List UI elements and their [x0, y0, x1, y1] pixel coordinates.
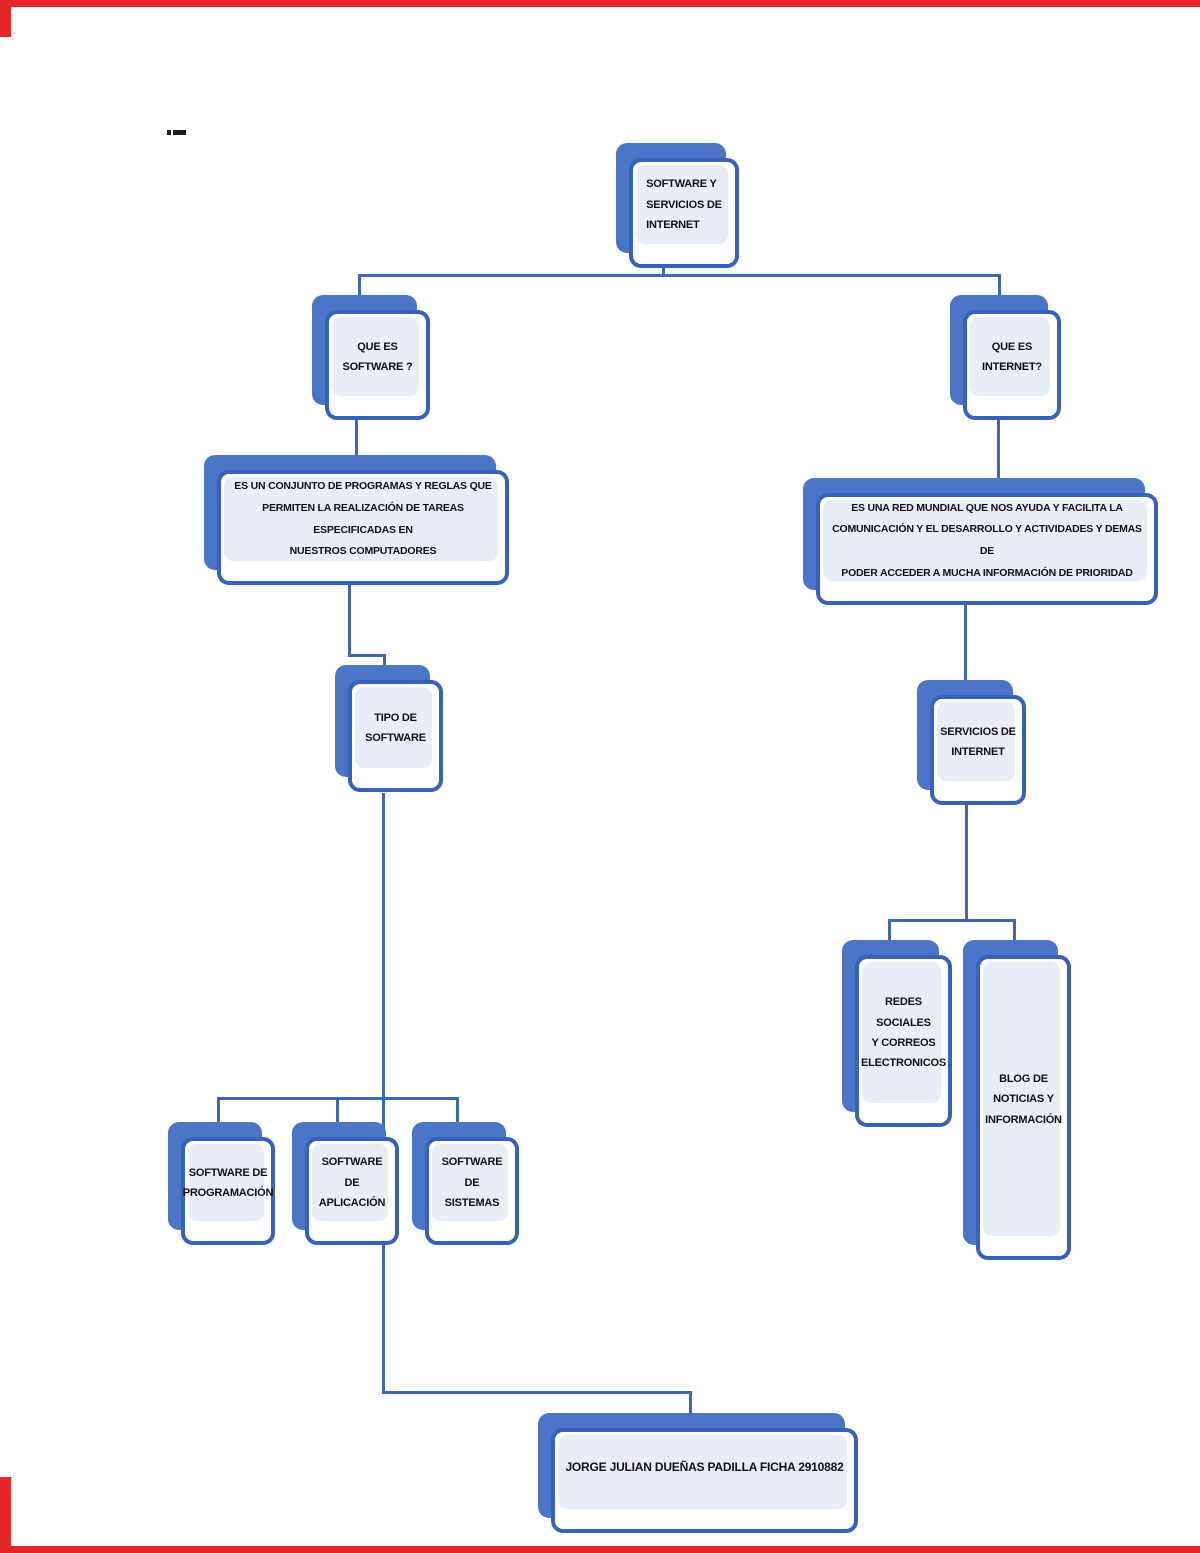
node-box: SOFTWARE DE PROGRAMACIÓN	[181, 1137, 275, 1245]
node-fill	[224, 477, 498, 561]
connector-line	[662, 266, 665, 276]
node-tipo-de-software: TIPO DE SOFTWARE	[335, 665, 443, 792]
node-software-programacion: SOFTWARE DE PROGRAMACIÓN	[168, 1122, 275, 1245]
connector-line	[965, 803, 968, 922]
node-label: ES UN CONJUNTO DE PROGRAMAS Y REGLAS QUE…	[234, 480, 492, 558]
pen-mark	[173, 130, 186, 135]
node-box: ES UNA RED MUNDIAL QUE NOS AYUDA Y FACIL…	[816, 493, 1158, 605]
node-box: SOFTWARE DE APLICACIÓN	[305, 1137, 399, 1245]
node-label: TIPO DE SOFTWARE	[365, 711, 426, 744]
node-box: SOFTWARE DE SISTEMAS	[425, 1137, 519, 1245]
node-label: SOFTWARE DE APLICACIÓN	[318, 1156, 386, 1210]
node-author: JORGE JULIAN DUEÑAS PADILLA FICHA 291088…	[538, 1413, 858, 1533]
node-box: SERVICIOS DE INTERNET	[930, 695, 1026, 805]
node-label: BLOG DE NOTICIAS Y INFORMACIÓN	[985, 1072, 1062, 1126]
node-label: SOFTWARE DE PROGRAMACIÓN	[182, 1166, 274, 1199]
node-label: SOFTWARE DE SISTEMAS	[441, 1156, 503, 1210]
page-edge-top-left	[0, 0, 11, 37]
connector-line	[888, 919, 891, 946]
connector-line	[888, 919, 1016, 922]
node-fill	[312, 1144, 388, 1221]
connector-line	[336, 1097, 339, 1125]
page-edge-top	[0, 0, 1200, 7]
connector-line	[1013, 919, 1016, 952]
node-software-sistemas: SOFTWARE DE SISTEMAS	[412, 1122, 519, 1245]
node-root: SOFTWARE Y SERVICIOS DE INTERNET	[616, 143, 739, 268]
connector-line	[383, 654, 386, 670]
page-edge-bottom-left	[0, 1477, 11, 1553]
node-fill	[983, 962, 1060, 1236]
node-que-es-internet: QUE ES INTERNET?	[950, 295, 1061, 420]
pen-mark	[167, 130, 171, 135]
node-fill	[332, 317, 419, 396]
node-que-es-software: QUE ES SOFTWARE ?	[312, 295, 430, 420]
node-fill	[862, 962, 941, 1103]
connector-line	[382, 1391, 692, 1394]
node-box: JORGE JULIAN DUEÑAS PADILLA FICHA 291088…	[551, 1428, 858, 1533]
node-fill	[432, 1144, 508, 1221]
connector-line	[348, 583, 351, 657]
connector-line	[382, 793, 385, 1100]
connector-line	[997, 416, 1000, 482]
node-box: BLOG DE NOTICIAS Y INFORMACIÓN	[976, 955, 1071, 1260]
node-servicios-de-internet: SERVICIOS DE INTERNET	[917, 680, 1026, 805]
node-fill	[355, 687, 432, 768]
node-box: QUE ES SOFTWARE ?	[325, 310, 430, 420]
connector-line	[689, 1391, 692, 1417]
connector-line	[456, 1097, 459, 1125]
node-box: ES UN CONJUNTO DE PROGRAMAS Y REGLAS QUE…	[217, 470, 509, 585]
node-fill	[970, 317, 1050, 396]
node-label: QUE ES SOFTWARE ?	[342, 340, 413, 373]
connector-line	[348, 654, 386, 657]
node-label: SOFTWARE Y SERVICIOS DE INTERNET	[646, 178, 722, 232]
node-label: SERVICIOS DE INTERNET	[940, 725, 1016, 758]
connector-line	[217, 1097, 220, 1125]
node-label: QUE ES INTERNET?	[982, 340, 1042, 373]
node-redes-sociales: REDES SOCIALES Y CORREOS ELECTRONICOS	[842, 940, 952, 1127]
connector-line	[358, 274, 361, 298]
node-box: REDES SOCIALES Y CORREOS ELECTRONICOS	[855, 955, 952, 1127]
connector-line	[964, 603, 967, 685]
connector-line	[998, 274, 1001, 298]
node-box: QUE ES INTERNET?	[963, 310, 1061, 420]
connector-line	[382, 1097, 385, 1394]
node-software-definition: ES UN CONJUNTO DE PROGRAMAS Y REGLAS QUE…	[204, 455, 509, 585]
node-fill	[823, 500, 1147, 581]
node-label: REDES SOCIALES Y CORREOS ELECTRONICOS	[861, 996, 946, 1070]
node-blog-noticias: BLOG DE NOTICIAS Y INFORMACIÓN	[963, 940, 1071, 1260]
node-fill	[188, 1144, 264, 1221]
connector-line	[358, 274, 1001, 277]
node-label: ES UNA RED MUNDIAL QUE NOS AYUDA Y FACIL…	[832, 501, 1142, 579]
node-box: TIPO DE SOFTWARE	[348, 680, 443, 792]
node-internet-definition: ES UNA RED MUNDIAL QUE NOS AYUDA Y FACIL…	[803, 478, 1158, 605]
node-fill	[937, 702, 1015, 781]
node-box: SOFTWARE Y SERVICIOS DE INTERNET	[629, 158, 739, 268]
node-fill	[558, 1435, 847, 1509]
connector-line	[355, 416, 358, 460]
page-edge-bottom	[0, 1546, 1200, 1553]
node-software-aplicacion: SOFTWARE DE APLICACIÓN	[292, 1122, 399, 1245]
node-label: JORGE JULIAN DUEÑAS PADILLA FICHA 291088…	[565, 1460, 844, 1475]
node-fill	[636, 165, 728, 244]
